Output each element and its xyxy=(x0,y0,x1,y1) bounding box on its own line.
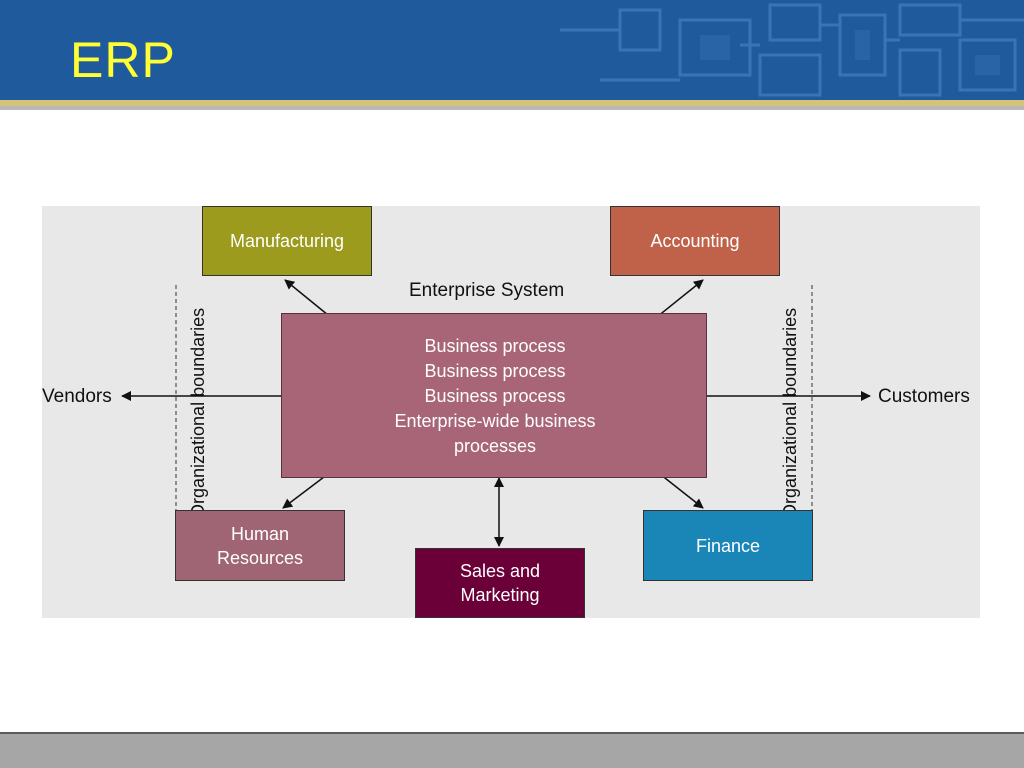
slide-title: ERP xyxy=(70,32,176,88)
org-boundary-right-label: Organizational boundaries xyxy=(780,307,800,518)
circuit-pattern xyxy=(560,3,1024,97)
header-rule xyxy=(0,100,1024,106)
enterprise-wide-label-line1: Enterprise-wide business xyxy=(394,411,596,431)
enterprise-wide-label-line2: processes xyxy=(453,436,537,456)
sales-label-line2: Marketing xyxy=(460,585,540,605)
human-resources-box: Human Resources xyxy=(175,510,345,581)
business-process-2: Business process xyxy=(424,361,566,381)
org-boundary-left-label: Organizational boundaries xyxy=(188,307,208,518)
manufacturing-box: Manufacturing xyxy=(202,206,372,276)
slide-footer xyxy=(0,732,1024,768)
business-process-1: Business process xyxy=(424,336,566,356)
finance-label: Finance xyxy=(695,535,761,556)
enterprise-system-box: Business process Business process Busine… xyxy=(281,313,707,478)
enterprise-system-title: Enterprise System xyxy=(409,280,565,301)
customers-label: Customers xyxy=(878,386,970,407)
accounting-box: Accounting xyxy=(610,206,780,276)
finance-box: Finance xyxy=(643,510,813,581)
hr-label-line2: Resources xyxy=(216,547,304,568)
accounting-label: Accounting xyxy=(650,231,740,251)
hr-label-line1: Human xyxy=(230,523,289,544)
sales-marketing-box: Sales and Marketing xyxy=(415,548,585,618)
business-process-3: Business process xyxy=(424,386,566,406)
sales-label-line1: Sales and xyxy=(459,561,541,581)
header-rule-shadow xyxy=(0,106,1024,110)
slide-header: ERP xyxy=(0,0,1024,100)
manufacturing-label: Manufacturing xyxy=(229,231,345,251)
vendors-label: Vendors xyxy=(42,386,112,407)
